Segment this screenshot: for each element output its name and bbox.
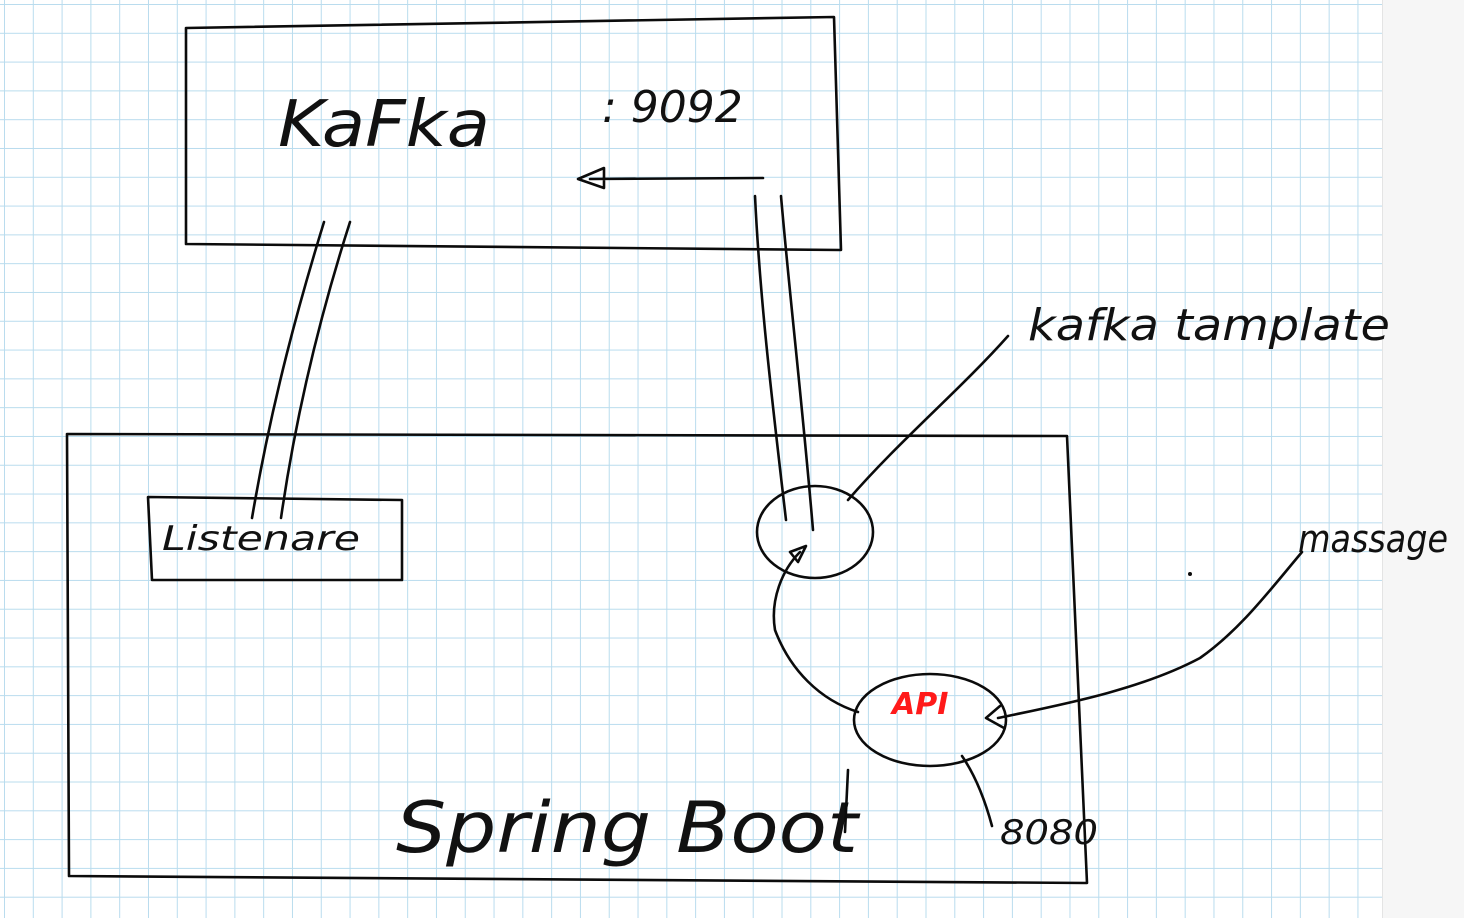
kafka-template-label: kafka tamplate (1028, 300, 1390, 351)
message-input-arrowhead (984, 704, 1006, 730)
kafka-to-listener-line-a (250, 220, 326, 520)
kafka-inbound-arrow (576, 166, 765, 190)
api-to-template-curve (772, 550, 860, 714)
api-label: API (890, 687, 948, 722)
kafka-box (184, 15, 843, 252)
api-port-label: 8080 (1000, 813, 1098, 853)
kafka-port-label: : 9092 (602, 82, 743, 133)
listener-box (146, 495, 404, 582)
listener-label: Listenare (162, 519, 360, 559)
message-input-line (996, 550, 1304, 720)
kafka-to-listener-line-b (279, 220, 352, 520)
right-margin-strip (1382, 0, 1464, 918)
api-ellipse (852, 672, 1008, 768)
template-callout-line (846, 334, 1010, 502)
message-label: massage (1298, 517, 1448, 561)
stray-dot (1188, 572, 1192, 576)
kafka-template-circle (755, 484, 875, 580)
kafka-to-template-line-b (779, 194, 815, 532)
spring-boot-label: Spring Boot (396, 787, 861, 869)
spring-boot-box (65, 432, 1089, 885)
stray-tick-mark (843, 768, 850, 834)
kafka-label: KaFka (278, 88, 490, 162)
api-to-template-arrowhead (788, 544, 808, 564)
kafka-to-template-line-a (753, 194, 788, 522)
api-port-line (960, 754, 994, 828)
